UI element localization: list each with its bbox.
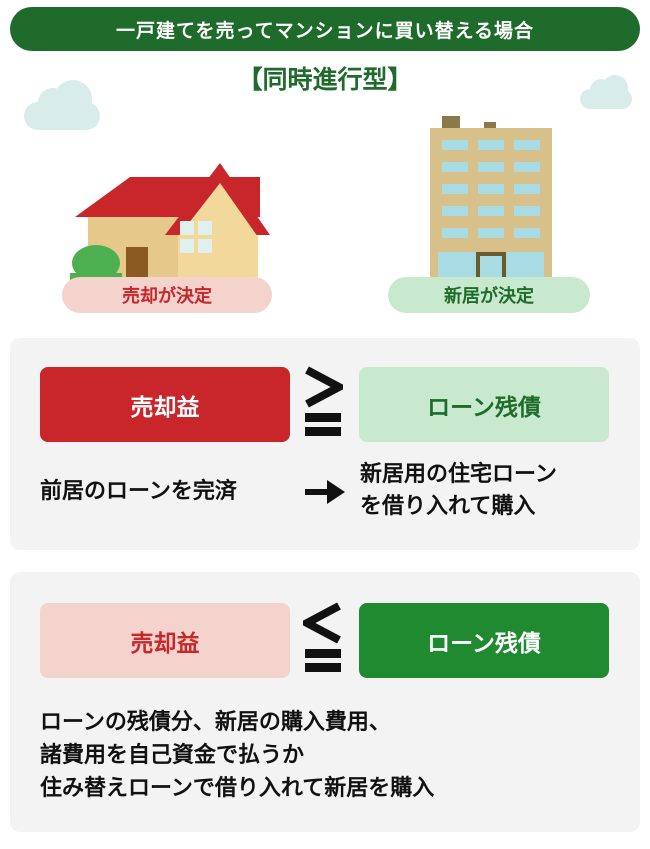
pay-off-old-loan-text: 前居のローンを完済 (40, 479, 237, 504)
apartment-building-icon (430, 116, 552, 280)
new-mortgage-text: 新居用の住宅ローン を借り入れて購入 (360, 459, 557, 523)
header-title: 一戸建てを売ってマンションに買い替える場合 (115, 19, 535, 42)
sale-profit-label-2: 売却益 (130, 630, 200, 657)
self-funding-text: ローンの残債分、新居の購入費用、 諸費用を自己資金で払うか 住み替えローンで借り… (40, 706, 434, 805)
caption-sale-decided-label: 売却が決定 (122, 286, 212, 307)
loan-balance-label-2: ローン残債 (427, 630, 541, 657)
less-equal-icon (300, 602, 346, 672)
loan-balance-label: ローン残債 (427, 394, 541, 421)
self-funding-line1: ローンの残債分、新居の購入費用、 (40, 710, 391, 735)
self-funding-line2: 諸費用を自己資金で払うか (40, 743, 305, 768)
house-icon (70, 163, 270, 280)
greater-equal-icon (300, 366, 346, 436)
sale-profit-label: 売却益 (130, 394, 200, 421)
caption-new-home-decided: 新居が決定 (388, 277, 590, 313)
new-mortgage-line1: 新居用の住宅ローン (360, 462, 557, 487)
caption-new-home-decided-label: 新居が決定 (444, 286, 534, 307)
new-mortgage-line2: を借り入れて購入 (360, 494, 536, 519)
self-funding-line3: 住み替えローンで借り入れて新居を購入 (40, 776, 435, 801)
cloud-left-icon (24, 80, 100, 130)
loan-balance-box-2: ローン残債 (359, 603, 609, 678)
subtitle: 【同時進行型】 (237, 65, 413, 94)
header-banner: 一戸建てを売ってマンションに買い替える場合 (10, 7, 640, 51)
cloud-right-icon (580, 75, 632, 109)
loan-balance-box: ローン残債 (359, 367, 609, 442)
sale-profit-box: 売却益 (40, 367, 290, 442)
caption-sale-decided: 売却が決定 (62, 277, 272, 313)
right-arrow-icon (305, 480, 345, 504)
sale-profit-box-2: 売却益 (40, 603, 290, 678)
